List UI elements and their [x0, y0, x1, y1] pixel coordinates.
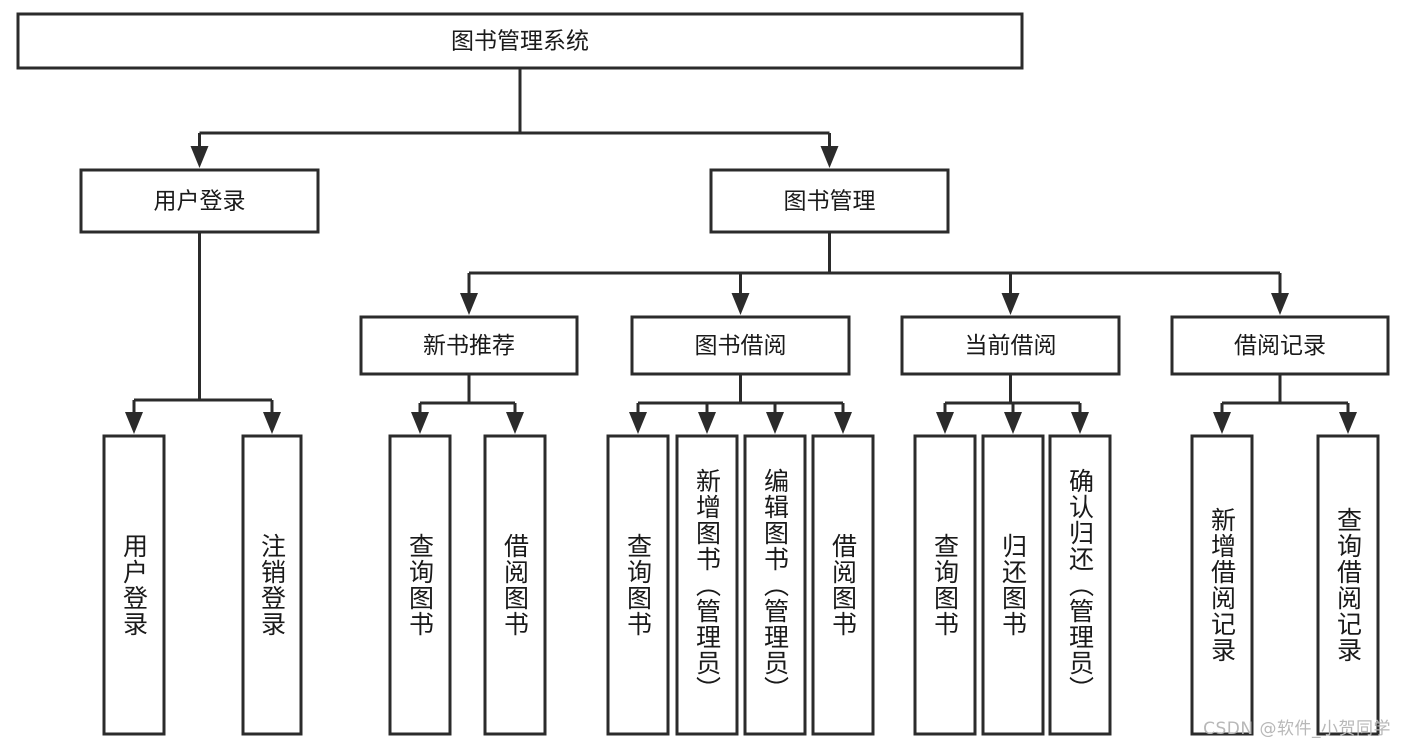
node-box-leaf-2[interactable]: [388, 434, 452, 736]
node-box-leaf-6[interactable]: [743, 434, 807, 736]
arrow-head-icon-mgmt-1: [731, 293, 750, 315]
node-box-leaf-9[interactable]: [981, 434, 1045, 736]
node-label-l2-0: 用户登录: [154, 189, 246, 215]
arrow-head-icon-l3-1-0: [629, 412, 647, 434]
node-label-leaf-5: 新增图书（管理员）: [692, 468, 722, 702]
node-label-leaf-7: 借阅图书: [828, 533, 858, 637]
node-box-l3-3[interactable]: [1170, 315, 1390, 376]
node-label-leaf-3: 借阅图书: [500, 533, 530, 637]
arrow-head-icon-login-0: [125, 412, 143, 434]
node-box-leaf-0[interactable]: [102, 434, 166, 736]
node-label-leaf-10: 确认归还（管理员）: [1065, 468, 1095, 702]
node-label-l3-2: 当前借阅: [965, 333, 1057, 359]
node-label-leaf-4: 查询图书: [623, 533, 653, 637]
connector-layer: [125, 68, 1357, 434]
node-label-leaf-12: 查询借阅记录: [1333, 507, 1363, 663]
node-box-l3-0[interactable]: [359, 315, 579, 376]
arrow-head-icon-l3-1-1: [698, 412, 716, 434]
arrow-head-icon-root-0: [190, 146, 209, 168]
node-label-leaf-1: 注销登录: [257, 533, 287, 637]
arrow-head-icon-l3-0-0: [411, 412, 429, 434]
arrow-head-icon-l3-2-1: [1004, 412, 1022, 434]
node-label-l3-1: 图书借阅: [695, 333, 787, 359]
node-box-leaf-8[interactable]: [913, 434, 977, 736]
node-label-leaf-8: 查询图书: [930, 533, 960, 637]
node-box-leaf-7[interactable]: [811, 434, 875, 736]
arrow-head-icon-root-1: [820, 146, 839, 168]
node-box-leaf-5[interactable]: [675, 434, 739, 736]
node-label-leaf-2: 查询图书: [405, 533, 435, 637]
node-label-l3-3: 借阅记录: [1234, 333, 1326, 359]
node-box-l3-2[interactable]: [900, 315, 1121, 376]
arrow-head-icon-l3-2-2: [1071, 412, 1089, 434]
arrow-head-icon-l3-2-0: [936, 412, 954, 434]
node-label-leaf-6: 编辑图书（管理员）: [760, 468, 790, 702]
node-box-l2-1[interactable]: [709, 168, 950, 234]
arrow-head-icon-mgmt-3: [1271, 293, 1289, 315]
node-label-leaf-11: 新增借阅记录: [1207, 507, 1237, 663]
arrow-head-icon-l3-1-2: [766, 412, 784, 434]
node-box-l2-0[interactable]: [79, 168, 320, 234]
arrow-head-icon-l3-3-0: [1213, 412, 1231, 434]
node-box-leaf-12[interactable]: [1316, 434, 1380, 736]
arrow-head-icon-mgmt-0: [460, 293, 478, 315]
node-label-l3-0: 新书推荐: [423, 333, 515, 359]
node-label-leaf-0: 用户登录: [119, 533, 149, 637]
arrow-head-icon-l3-1-3: [834, 412, 852, 434]
node-label-leaf-9: 归还图书: [998, 533, 1028, 637]
node-label-l2-1: 图书管理: [784, 189, 876, 215]
node-box-leaf-10[interactable]: [1048, 434, 1112, 736]
node-box-leaf-1[interactable]: [241, 434, 303, 736]
arrow-head-icon-mgmt-2: [1001, 293, 1020, 315]
node-box-leaf-11[interactable]: [1190, 434, 1254, 736]
node-label-root-0: 图书管理系统: [451, 29, 589, 55]
arrow-head-icon-l3-0-1: [506, 412, 524, 434]
node-box-layer: [16, 12, 1390, 736]
node-box-root-0[interactable]: [16, 12, 1024, 70]
arrow-head-icon-login-1: [263, 412, 281, 434]
node-box-l3-1[interactable]: [630, 315, 851, 376]
node-box-leaf-3[interactable]: [483, 434, 547, 736]
arrow-head-icon-l3-3-1: [1339, 412, 1357, 434]
node-box-leaf-4[interactable]: [606, 434, 670, 736]
